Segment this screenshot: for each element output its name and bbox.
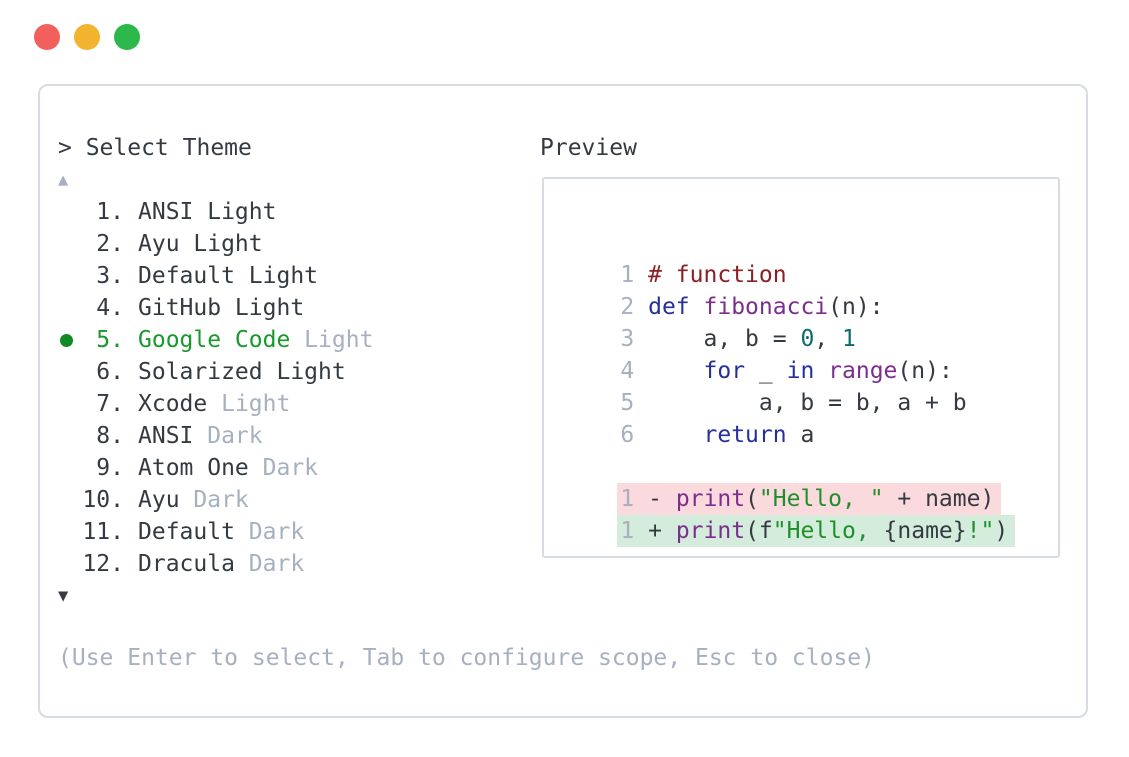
line-number: 1 <box>620 486 635 512</box>
theme-item-variant: Dark <box>179 487 249 513</box>
theme-list-item[interactable]: 5. Google Code Light <box>58 324 875 356</box>
window-controls <box>34 24 140 50</box>
theme-item-number: 4. <box>96 295 124 321</box>
theme-item-label: Default Light <box>138 263 319 289</box>
code-line: 2 def fibonacci(n): <box>565 259 1058 320</box>
theme-picker-panel: > Select Theme ▲ 1. ANSI Light 2. Ayu Li… <box>38 84 1088 718</box>
theme-item-variant: Dark <box>248 455 319 481</box>
line-number: 5 <box>620 390 635 416</box>
diff-removed-line: 1 - print("Hello, " + name) <box>565 451 1058 515</box>
theme-item-number: 5. <box>96 327 124 353</box>
picker-prompt: > Select Theme <box>58 135 252 161</box>
code-line: 4 for _ in range(n): <box>565 323 1058 384</box>
theme-item-number: 12. <box>82 551 124 577</box>
theme-list-item[interactable]: 1. ANSI Light <box>58 196 875 228</box>
diff-block: 1 - print("Hello, " + name) 1 + print(f"… <box>565 451 1058 547</box>
window-close-button[interactable] <box>34 24 60 50</box>
code-text: for _ in range(n): <box>703 358 953 384</box>
theme-item-label: Xcode <box>138 391 208 417</box>
code-line: 6 return a <box>565 387 1058 448</box>
theme-list-item[interactable]: 12. Dracula Dark <box>58 548 875 580</box>
theme-list-item[interactable]: 9. Atom One Dark <box>58 452 875 484</box>
code-line: 1 # function <box>565 227 1058 288</box>
preview-pane: 1 # function 2 def fibonacci(n): 3 a, b … <box>542 177 1060 558</box>
bullet-column <box>58 366 82 379</box>
code-text: - print("Hello, " + name) <box>648 486 995 512</box>
theme-item-label: ANSI Light <box>138 199 277 225</box>
theme-picker-left-column: > Select Theme ▲ 1. ANSI Light 2. Ayu Li… <box>58 132 875 674</box>
code-line: 5 a, b = b, a + b <box>565 355 1058 416</box>
theme-item-variant: Dark <box>193 423 263 449</box>
theme-item-variant: Light <box>290 327 374 353</box>
line-number: 3 <box>620 326 635 352</box>
bullet-column <box>58 558 82 571</box>
selected-bullet-icon <box>60 333 73 347</box>
line-number: 4 <box>620 358 635 384</box>
line-number: 1 <box>620 262 635 288</box>
code-text: a, b = b, a + b <box>648 390 967 416</box>
theme-item-label: Atom One <box>138 455 249 481</box>
theme-item-label: Default <box>138 519 235 545</box>
theme-list-item[interactable]: 11. Default Dark <box>58 516 875 548</box>
window-zoom-button[interactable] <box>114 24 140 50</box>
line-number: 6 <box>620 422 635 448</box>
scroll-up-icon[interactable]: ▲ <box>58 170 69 190</box>
theme-item-number: 2. <box>96 231 124 257</box>
theme-list: 1. ANSI Light 2. Ayu Light 3. Default Li… <box>58 196 875 580</box>
preview-label: Preview <box>540 135 637 161</box>
theme-list-item[interactable]: 3. Default Light <box>58 260 875 292</box>
code-text: # function <box>648 262 787 288</box>
bullet-column <box>58 333 82 347</box>
theme-item-number: 7. <box>96 391 124 417</box>
theme-item-number: 3. <box>96 263 124 289</box>
theme-item-variant: Dark <box>234 519 305 545</box>
diff-added-line: 1 + print(f"Hello, {name}!") <box>565 483 1058 547</box>
theme-item-label: Solarized Light <box>138 359 346 385</box>
line-number: 2 <box>620 294 635 320</box>
theme-list-item[interactable]: 10. Ayu Dark <box>58 484 875 516</box>
theme-item-number: 1. <box>96 199 124 225</box>
theme-list-item[interactable]: 2. Ayu Light <box>58 228 875 260</box>
code-text: return a <box>703 422 815 448</box>
bullet-column <box>58 398 82 411</box>
theme-list-item[interactable]: 4. GitHub Light <box>58 292 875 324</box>
theme-item-label: Google Code <box>138 327 291 353</box>
code-text: def fibonacci(n): <box>648 294 884 320</box>
code-text: + print(f"Hello, {name}!") <box>648 518 1009 544</box>
theme-list-item[interactable]: 8. ANSI Dark <box>58 420 875 452</box>
theme-item-label: Dracula <box>138 551 235 577</box>
theme-item-label: Ayu Light <box>138 231 263 257</box>
keyboard-hint: (Use Enter to select, Tab to configure s… <box>58 645 875 671</box>
bullet-column <box>58 238 82 251</box>
bullet-column <box>58 494 82 507</box>
theme-item-variant: Light <box>207 391 291 417</box>
theme-item-label: ANSI <box>138 423 194 449</box>
code-text: a, b = 0, 1 <box>648 326 856 352</box>
bullet-column <box>58 206 82 219</box>
scroll-down-icon[interactable]: ▼ <box>58 586 69 606</box>
theme-item-number: 11. <box>82 519 124 545</box>
bullet-column <box>58 526 82 539</box>
bullet-column <box>58 302 82 315</box>
theme-item-number: 9. <box>96 455 124 481</box>
theme-item-label: GitHub Light <box>138 295 305 321</box>
theme-item-number: 10. <box>82 487 124 513</box>
code-block: 1 # function 2 def fibonacci(n): 3 a, b … <box>565 227 1058 448</box>
bullet-column <box>58 430 82 443</box>
theme-item-number: 8. <box>96 423 124 449</box>
theme-list-item[interactable]: 7. Xcode Light <box>58 388 875 420</box>
code-line: 3 a, b = 0, 1 <box>565 291 1058 352</box>
bullet-column <box>58 462 82 475</box>
theme-item-number: 6. <box>96 359 124 385</box>
theme-item-label: Ayu <box>138 487 180 513</box>
bullet-column <box>58 270 82 283</box>
theme-item-variant: Dark <box>234 551 305 577</box>
window-minimize-button[interactable] <box>74 24 100 50</box>
line-number: 1 <box>620 518 635 544</box>
theme-list-item[interactable]: 6. Solarized Light <box>58 356 875 388</box>
